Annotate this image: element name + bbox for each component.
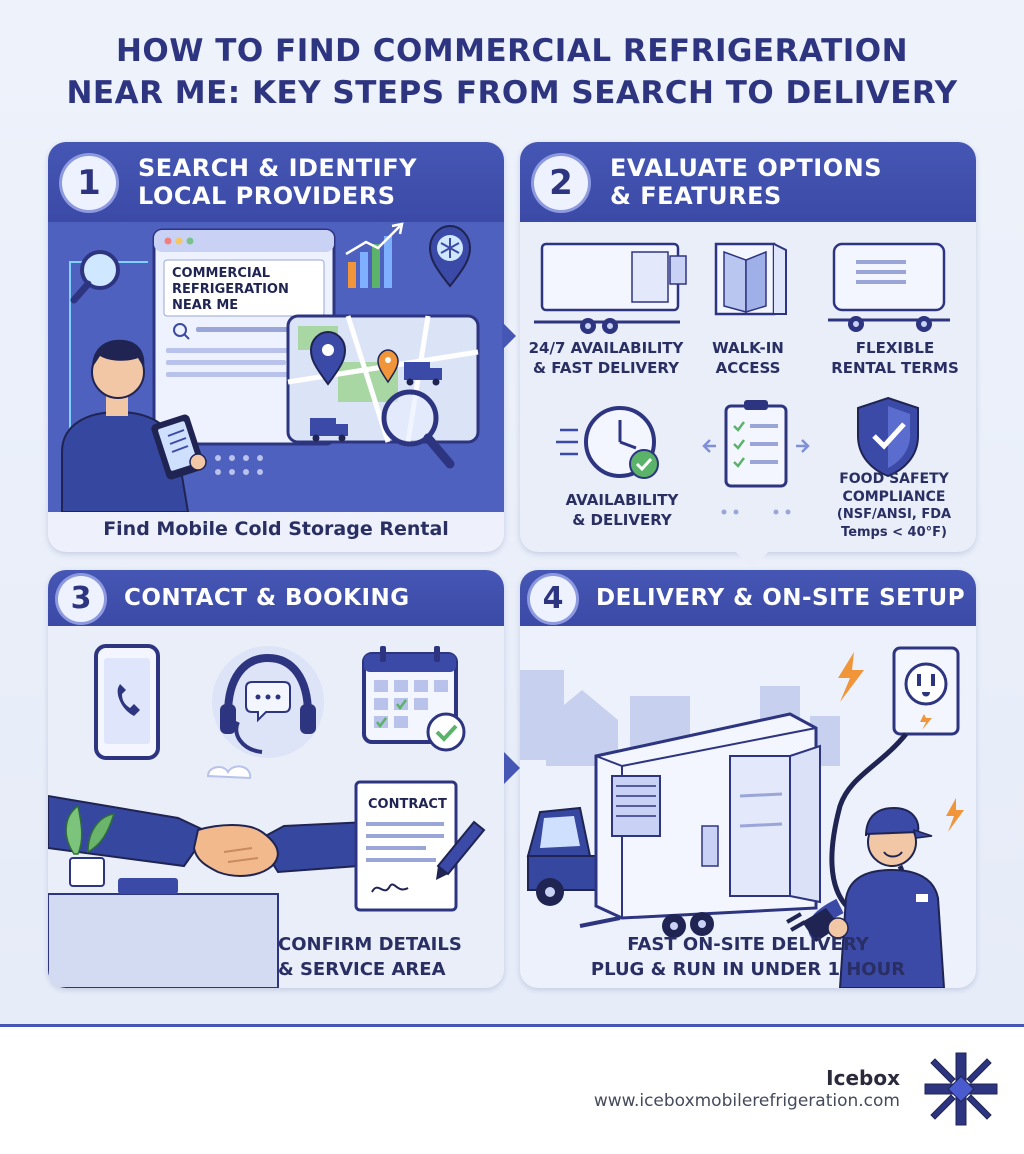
person-with-tablet-icon — [61, 339, 207, 512]
footer-divider — [0, 1024, 1024, 1027]
cloud-decor — [206, 765, 252, 780]
step-3-illustration: CONTRACT — [48, 644, 486, 988]
page-title-line-2: NEAR ME: KEY STEPS FROM SEARCH TO DELIVE… — [66, 75, 958, 111]
step-4-illustration — [520, 646, 964, 988]
delivery-truck-icon — [526, 806, 599, 906]
step-3-caption-line-1: CONFIRM DETAILS — [278, 934, 462, 955]
icebox-snowflake-logo-icon — [924, 1052, 998, 1126]
feature-label-food-safety: FOOD SAFETY COMPLIANCE (NSF/ANSI, FDA Te… — [816, 470, 972, 542]
contract-label: CONTRACT — [368, 797, 447, 812]
step-2-title: EVALUATE OPTIONS & FEATURES — [610, 154, 960, 210]
headset-chat-icon — [212, 646, 324, 758]
feature-label-walk-in-access: WALK-IN ACCESS — [692, 338, 804, 378]
step-2-header — [520, 142, 976, 222]
step-4-caption-line-1: FAST ON-SITE DELIVERY — [627, 934, 869, 955]
step-3-number: 3 — [58, 576, 104, 622]
step-1-caption: Find Mobile Cold Storage Rental — [103, 518, 449, 540]
feature-label-line: & DELIVERY — [572, 511, 672, 529]
rental-trailer-icon — [828, 242, 950, 332]
step-3-caption: CONFIRM DETAILS & SERVICE AREA — [278, 932, 502, 982]
feature-label-line: COMPLIANCE — [842, 489, 946, 505]
feature-label-line: Temps < 40°F) — [841, 525, 947, 540]
step-1-header — [48, 142, 504, 222]
step-1-title-line-1: SEARCH & IDENTIFY — [138, 154, 417, 182]
clock-icon — [556, 406, 659, 479]
search-text-line-1: COMMERCIAL — [172, 266, 270, 281]
power-outlet-icon — [892, 646, 960, 736]
feature-label-line: ACCESS — [715, 359, 781, 377]
page-title-line-1: HOW TO FIND COMMERCIAL REFRIGERATION — [115, 33, 909, 69]
technician-icon — [786, 806, 946, 988]
flow-arrow-right — [502, 322, 516, 350]
step-3-caption-line-2: & SERVICE AREA — [278, 959, 446, 980]
step-4-caption-line-2: PLUG & RUN IN UNDER 1 HOUR — [590, 959, 906, 980]
lightning-icon — [838, 652, 864, 702]
feature-label-line: 24/7 AVAILABILITY — [528, 339, 684, 357]
website-url: www.iceboxmobilerefrigeration.com — [593, 1091, 900, 1111]
walk-in-door-icon — [714, 242, 787, 316]
footer — [0, 1027, 1024, 1154]
feature-label-line: FOOD SAFETY — [839, 471, 949, 487]
step-1-panel: 1 SEARCH & IDENTIFY LOCAL PROVIDERS COMM… — [48, 142, 504, 552]
growth-chart-icon — [345, 222, 404, 288]
location-pin-icon — [309, 330, 347, 386]
page-title: HOW TO FIND COMMERCIAL REFRIGERATION NEA… — [0, 30, 1024, 114]
step-1-illustration: COMMERCIAL REFRIGERATION NEAR ME — [48, 222, 504, 512]
feature-label-flexible-rental-terms: FLEXIBLE RENTAL TERMS — [820, 338, 970, 378]
feature-label-line: FLEXIBLE — [855, 339, 935, 357]
step-3-title: CONTACT & BOOKING — [124, 585, 410, 611]
step-2-title-line-1: EVALUATE OPTIONS — [610, 154, 882, 182]
flow-arrow-right — [504, 752, 520, 784]
desk — [48, 893, 279, 988]
step-2-title-line-2: & FEATURES — [610, 182, 782, 210]
refrigerated-trailer-icon — [579, 712, 821, 938]
step-4-header — [520, 570, 976, 626]
location-pin-orange-icon — [377, 349, 399, 384]
feature-label-availability-delivery: AVAILABILITY & DELIVERY — [532, 490, 712, 530]
step-2-number: 2 — [534, 156, 588, 210]
delivery-truck-icon — [404, 362, 442, 386]
delivery-truck-icon — [310, 418, 348, 442]
step-3-panel: 3 CONTACT & BOOKING — [48, 570, 504, 988]
step-3-header — [48, 570, 504, 626]
search-text-line-3: NEAR ME — [172, 298, 238, 313]
magnifier-icon — [70, 250, 120, 304]
step-2-panel: 2 EVALUATE OPTIONS & FEATURES — [520, 142, 976, 552]
feature-label-line: & FAST DELIVERY — [533, 359, 679, 377]
step-1-number: 1 — [62, 156, 116, 210]
checklist-icon — [702, 400, 810, 515]
step-4-panel: 4 DELIVERY & ON-SITE SETUP — [520, 570, 976, 988]
step-4-number: 4 — [530, 576, 576, 622]
desk-nameplate — [118, 878, 178, 894]
browser-window-icon: COMMERCIAL REFRIGERATION NEAR ME — [152, 228, 336, 446]
step-4-title: DELIVERY & ON-SITE SETUP — [596, 585, 966, 611]
feature-label-line: AVAILABILITY — [565, 491, 679, 509]
step-1-title: SEARCH & IDENTIFY LOCAL PROVIDERS — [138, 154, 488, 210]
map-magnifier-icon — [381, 389, 455, 469]
feature-label-line: WALK-IN — [712, 339, 784, 357]
refrigerated-trailer-icon — [534, 242, 687, 334]
feature-label-line: RENTAL TERMS — [831, 359, 959, 377]
lightning-icon — [946, 798, 964, 832]
flow-arrow-down — [736, 552, 768, 568]
brand-name: Icebox — [826, 1066, 900, 1090]
snowflake-pin-icon — [428, 224, 472, 288]
phone-icon — [94, 644, 160, 760]
feature-label-availability-fast-delivery: 24/7 AVAILABILITY & FAST DELIVERY — [520, 338, 692, 378]
step-2-illustration — [534, 242, 950, 515]
step-1-title-line-2: LOCAL PROVIDERS — [138, 182, 396, 210]
feature-label-line: (NSF/ANSI, FDA — [836, 507, 952, 522]
search-text-line-2: REFRIGERATION — [172, 282, 289, 297]
calendar-icon — [362, 646, 466, 752]
shield-check-icon — [857, 396, 919, 478]
step-4-caption: FAST ON-SITE DELIVERY PLUG & RUN IN UNDE… — [520, 932, 976, 982]
potted-plant-icon — [65, 804, 116, 887]
decorative-dots — [215, 455, 263, 475]
contract-document-icon: CONTRACT — [354, 780, 486, 912]
